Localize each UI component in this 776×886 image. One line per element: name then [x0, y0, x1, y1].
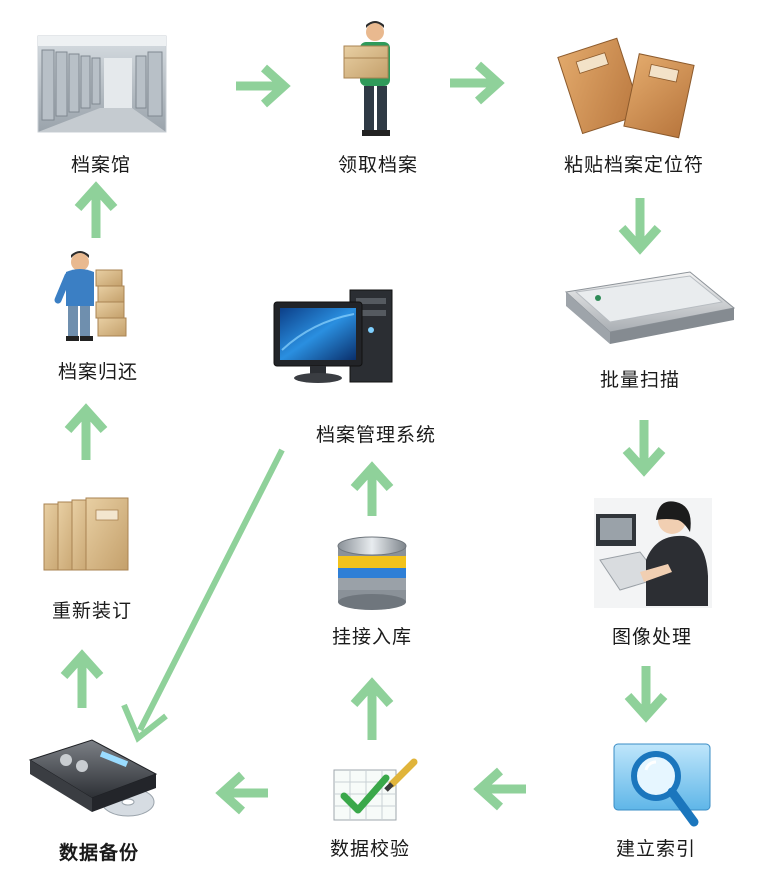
arrow-right: [236, 64, 291, 108]
node-label-data-backup: 数据备份: [58, 842, 140, 864]
arrow-left: [215, 771, 268, 815]
arrow-left: [473, 767, 526, 811]
arrow-down: [624, 666, 668, 723]
archive-boxes-icon: [43, 497, 129, 571]
magnifier-screen-icon: [613, 743, 711, 827]
flatbed-scanner-icon: [564, 271, 736, 344]
arrow-diagonal: [121, 448, 285, 743]
worker-with-boxes-icon: [54, 251, 127, 341]
database-cylinder-icon: [337, 536, 407, 610]
woman-at-computer-icon: [594, 498, 712, 608]
arrow-up: [64, 403, 108, 460]
arrow-up: [60, 649, 104, 708]
node-label-data-verify: 数据校验: [329, 838, 411, 860]
checklist-chart-icon: [333, 758, 418, 821]
node-label-image-process: 图像处理: [611, 626, 693, 648]
node-label-paste-locator: 粘贴档案定位符: [563, 154, 705, 176]
node-label-batch-scan: 批量扫描: [599, 369, 681, 391]
arrow-up: [74, 181, 118, 238]
desktop-computer-icon: [273, 289, 393, 383]
arrow-down: [622, 420, 666, 477]
arrow-right: [450, 61, 505, 105]
node-label-build-index: 建立索引: [615, 838, 697, 860]
arrow-up: [350, 461, 394, 516]
node-label-archive-hall: 档案馆: [70, 154, 132, 176]
node-label-retrieve: 领取档案: [337, 154, 419, 176]
arrow-up: [350, 677, 394, 740]
node-label-management-system: 档案管理系统: [315, 424, 437, 446]
node-label-mount-storage: 挂接入库: [331, 626, 413, 648]
worker-carrying-box-icon: [343, 21, 390, 136]
node-label-return-archive: 档案归还: [57, 361, 139, 383]
node-label-rebind: 重新装订: [51, 600, 133, 622]
archive-folders-icon: [557, 37, 695, 139]
archive-room-icon: [37, 35, 167, 133]
arrow-down: [618, 198, 662, 255]
disc-drive-icon: [28, 739, 158, 817]
